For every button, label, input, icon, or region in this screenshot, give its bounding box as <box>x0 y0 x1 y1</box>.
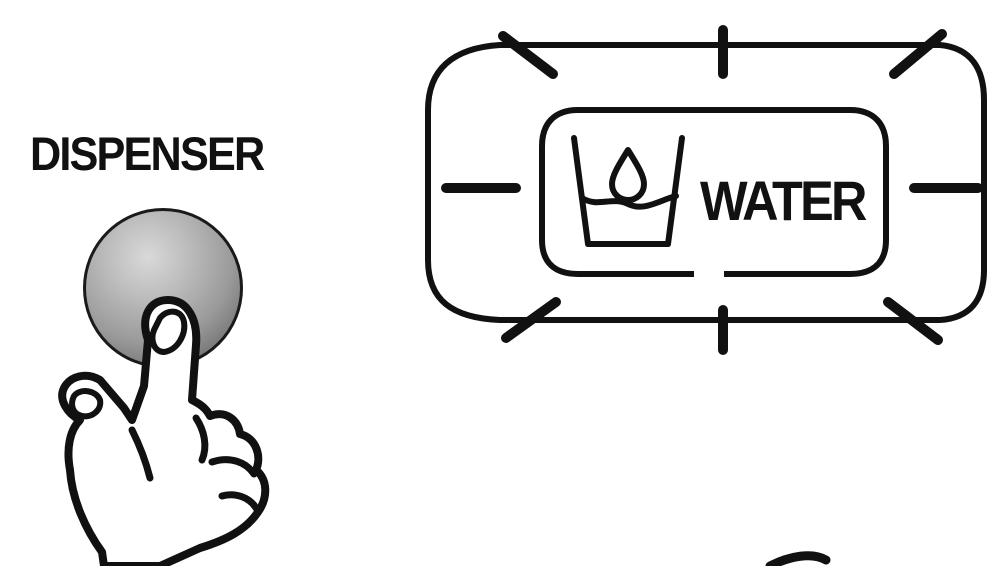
water-label: WATER <box>700 169 867 232</box>
dispenser-button[interactable] <box>83 208 243 368</box>
dispenser-label: DISPENSER <box>30 127 265 180</box>
water-glass-drop-icon <box>571 135 685 247</box>
water-indicator-panel <box>425 25 987 355</box>
water-button[interactable] <box>540 108 886 278</box>
